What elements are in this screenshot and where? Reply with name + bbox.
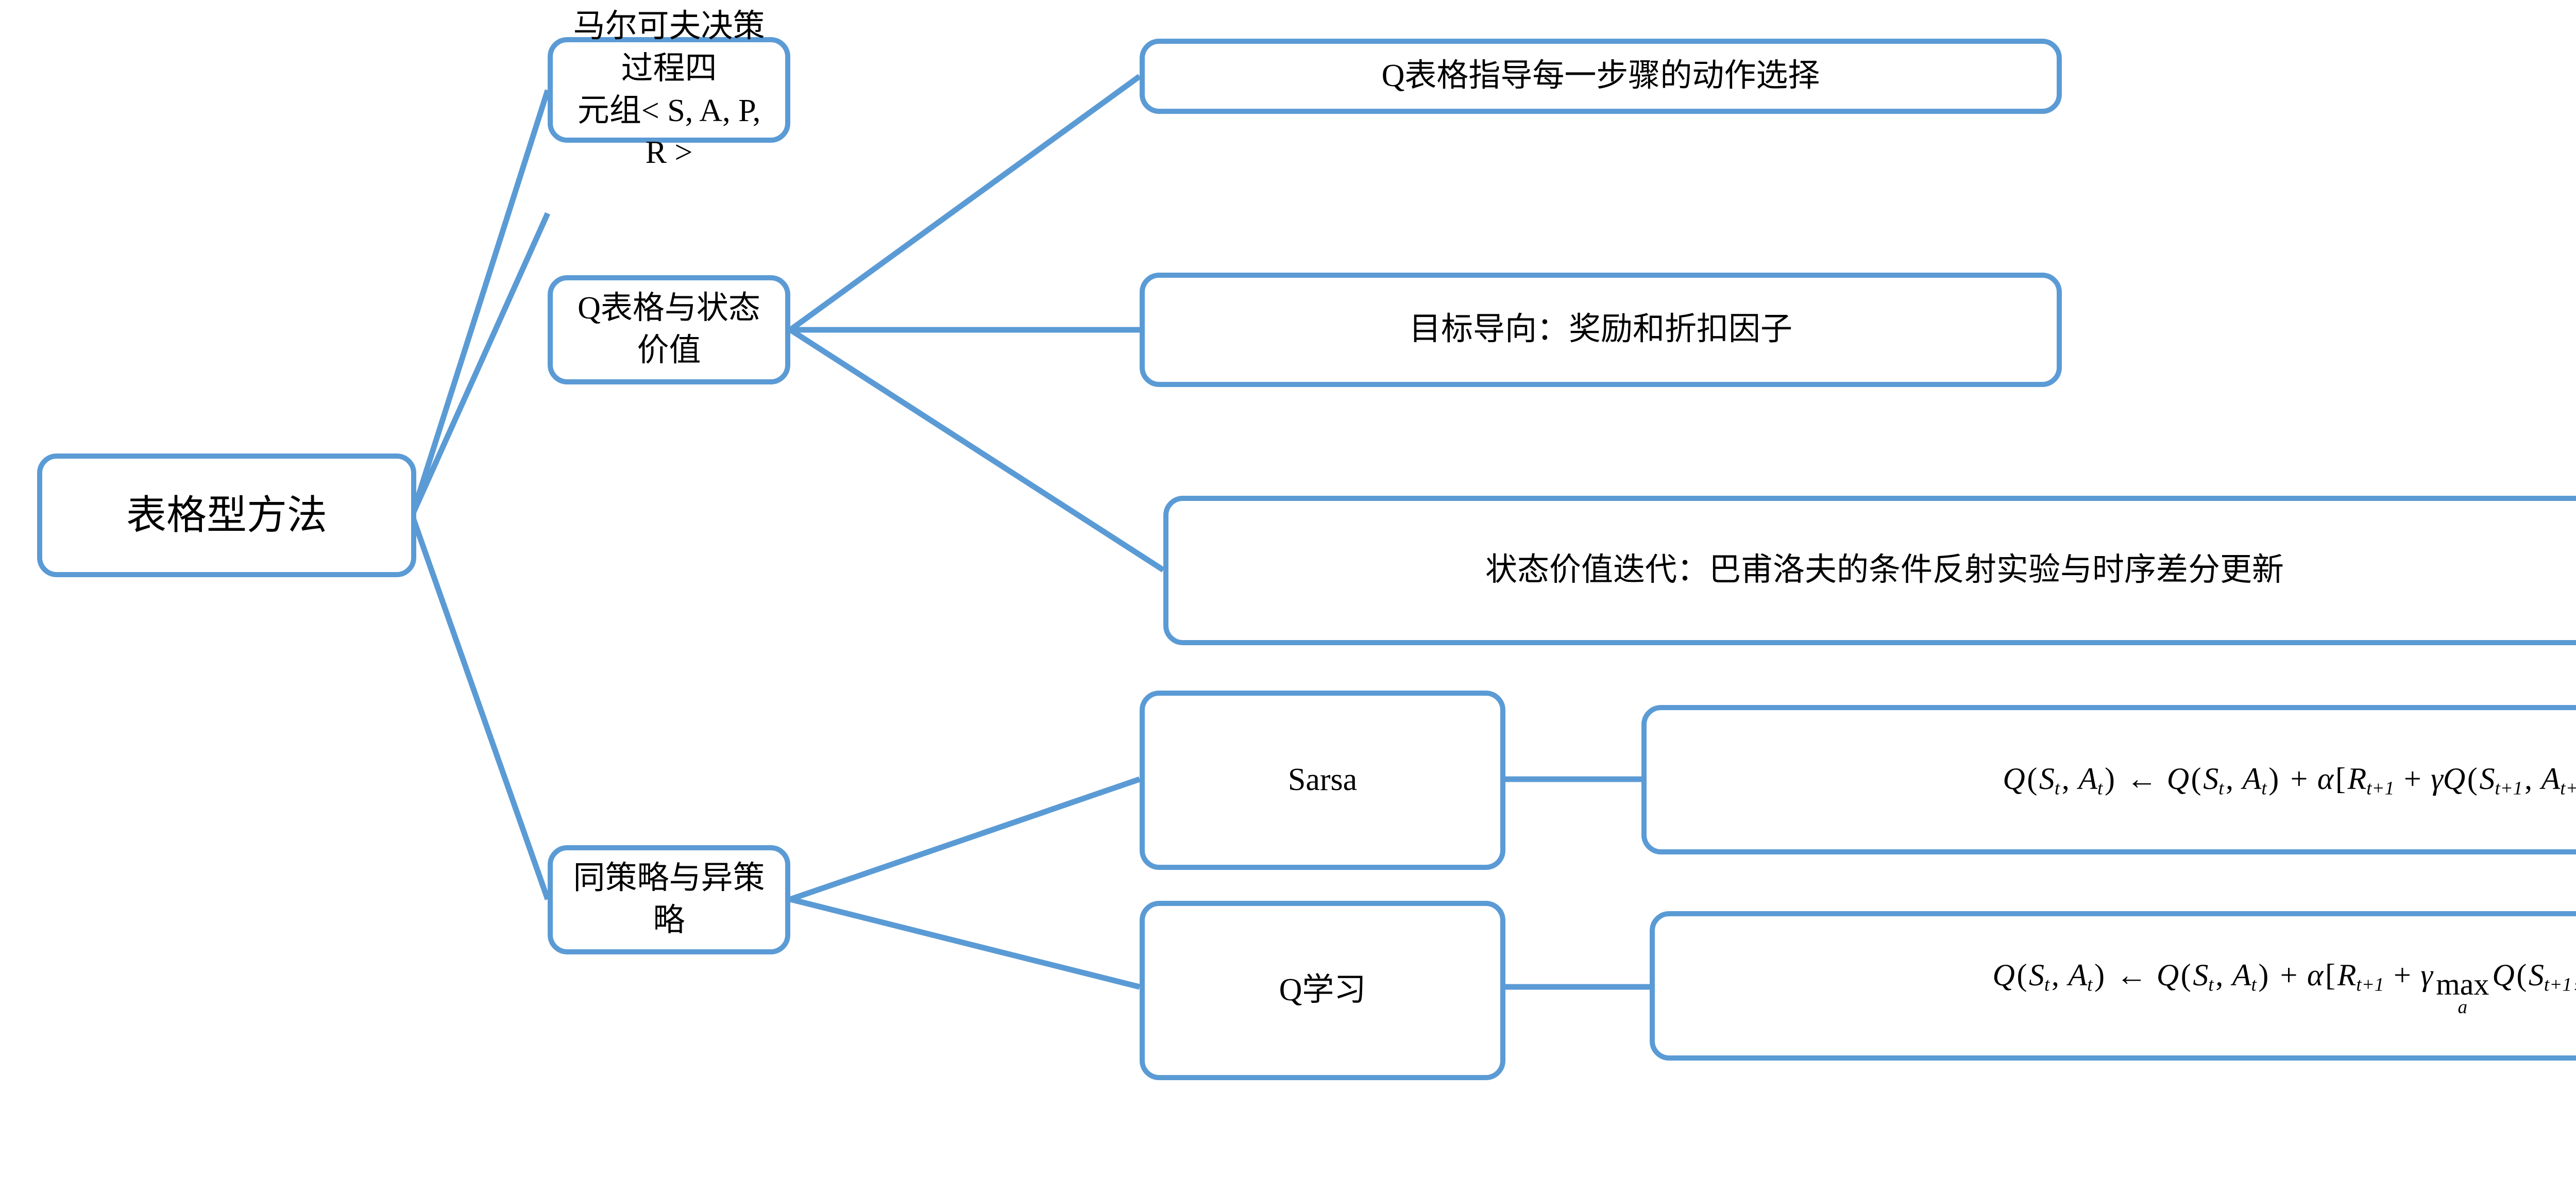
node-sarsa-formula[interactable]: Q(St, At) ← Q(St, At) + α[Rt+1 + γQ(St+1… — [1641, 705, 2576, 854]
edge-policy-to-sarsa — [789, 776, 1141, 902]
node-qtable-label: Q表格与状态价值 — [578, 291, 760, 368]
node-leaf-value[interactable]: 状态价值迭代：巴甫洛夫的条件反射实验与时序差分更新 — [1163, 496, 2576, 645]
edge-root-to-mdp — [409, 89, 551, 516]
node-policy[interactable]: 同策略与异策略 — [548, 845, 790, 954]
node-qlearning[interactable]: Q学习 — [1140, 901, 1505, 1080]
node-leaf-goal-label: 目标导向：奖励和折扣因子 — [1409, 312, 1792, 347]
edge-qtable-to-action — [788, 74, 1142, 332]
node-mdp[interactable]: 马尔可夫决策过程四 元组< S, A, P, R > — [548, 9, 790, 170]
node-leaf-action[interactable]: Q表格指导每一步骤的动作选择 — [1140, 39, 2062, 114]
edge-policy-to-qlearning — [789, 896, 1141, 990]
edge-root-to-qtable — [409, 212, 551, 517]
node-policy-label: 同策略与异策略 — [573, 861, 765, 938]
edge-root-to-policy — [409, 514, 551, 900]
node-qlearning-label: Q学习 — [1279, 972, 1366, 1008]
node-qtable[interactable]: Q表格与状态价值 — [548, 275, 790, 384]
node-mdp-label: 马尔可夫决策过程四 元组< S, A, P, R > — [573, 8, 765, 171]
node-root[interactable]: 表格型方法 — [37, 454, 416, 577]
edge-qtable-to-value — [789, 327, 1165, 573]
node-sarsa[interactable]: Sarsa — [1140, 691, 1505, 870]
node-root-label: 表格型方法 — [126, 492, 327, 538]
node-sarsa-formula-label: Q(St, At) ← Q(St, At) + α[Rt+1 + γQ(St+1… — [2003, 761, 2576, 799]
node-sarsa-label: Sarsa — [1287, 762, 1358, 798]
node-leaf-action-label: Q表格指导每一步骤的动作选择 — [1381, 58, 1820, 94]
node-leaf-value-label: 状态价值迭代：巴甫洛夫的条件反射实验与时序差分更新 — [1485, 552, 2284, 588]
node-leaf-goal[interactable]: 目标导向：奖励和折扣因子 — [1140, 273, 2062, 387]
